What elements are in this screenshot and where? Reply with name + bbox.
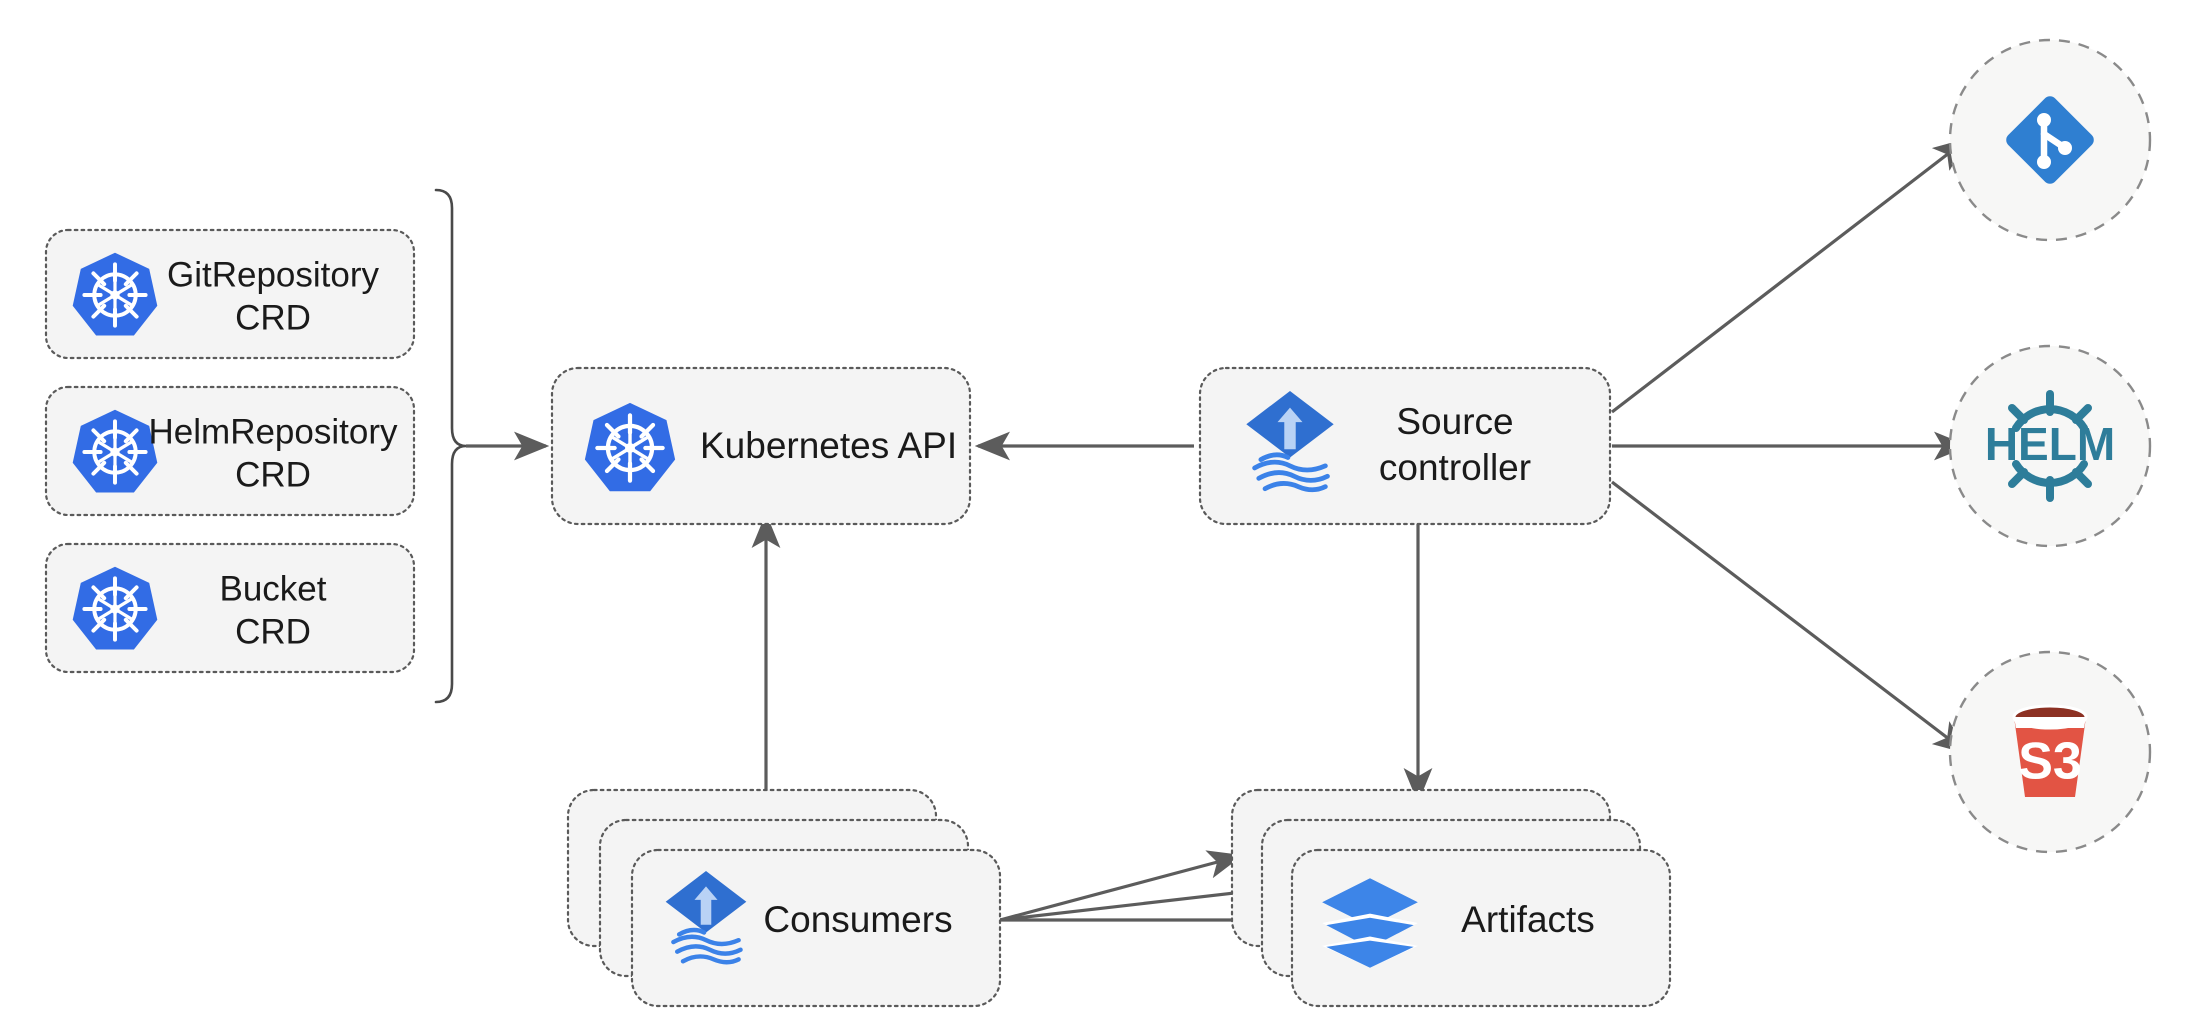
target-helm[interactable]: HELM [1948,344,2152,548]
crd-card-bucket[interactable]: Bucket CRD [44,542,416,674]
node-label-source-controller-line2: controller [1379,447,1531,488]
node-consumers[interactable]: Consumers [566,788,1002,1008]
crd-group: GitRepository CRD HelmRepository CRD Buc… [44,188,467,704]
node-kubernetes-api[interactable]: Kubernetes API [550,366,972,526]
node-artifacts[interactable]: Artifacts [1230,788,1672,1008]
target-git[interactable] [1948,38,2152,242]
helm-target-circle[interactable] [1948,344,2152,548]
target-s3[interactable]: S3 [1948,650,2152,854]
crd-label-line2: CRD [235,455,311,494]
crd-group-bracket [434,188,467,704]
crd-label-line1: HelmRepository [149,412,398,451]
crd-label-line1: GitRepository [167,255,380,294]
node-label-artifacts: Artifacts [1461,899,1595,940]
node-label-source-controller-line1: Source [1396,401,1513,442]
node-label-consumers: Consumers [763,899,952,940]
crd-label-line2: CRD [235,612,311,651]
crd-label-line2: CRD [235,298,311,337]
s3-wordmark: S3 [2018,733,2082,791]
helm-wordmark: HELM [1985,418,2115,470]
node-source-controller[interactable]: Source controller [1198,366,1612,526]
crd-card-gitrepository[interactable]: GitRepository CRD [44,228,416,360]
edge-source-controller-to-s3 [1611,480,1969,754]
crd-label-line1: Bucket [220,569,327,608]
edge-consumers-to-artifacts-1 [999,850,1244,922]
node-label-kubernetes-api: Kubernetes API [700,425,957,466]
edge-source-controller-to-git [1611,138,1969,414]
crd-card-helmrepository[interactable]: HelmRepository CRD [44,385,416,517]
